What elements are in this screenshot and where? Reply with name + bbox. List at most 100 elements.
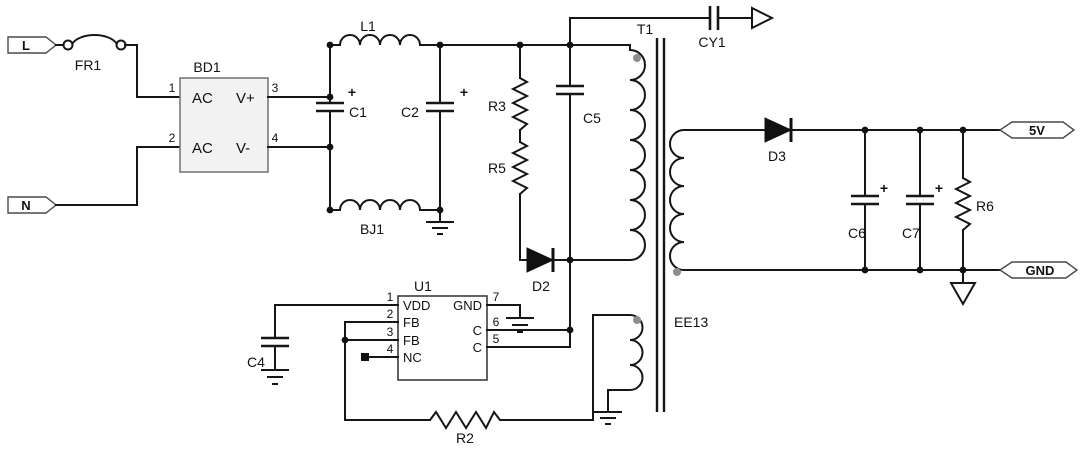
c7-polarity-mark: + [935, 180, 943, 196]
bd1-pin1-number: 1 [169, 81, 176, 95]
c6-plates [851, 194, 879, 206]
ground-symbol-aux [594, 411, 622, 425]
transformer-core [655, 38, 666, 412]
fuse-element [71, 34, 118, 45]
bd1-vpos-label: V+ [236, 90, 255, 107]
u1-c6pin-label: C [473, 323, 482, 338]
ground-bars [426, 221, 454, 235]
bd1-pin4-number: 4 [272, 131, 279, 145]
l1-windings [339, 34, 421, 46]
c5-plates [556, 84, 584, 96]
capacitor-cy1: CY1 [698, 6, 726, 50]
r3-zigzag [510, 77, 530, 131]
r2-ref-label: R2 [456, 430, 474, 446]
bridge-rectifier-bd1: BD1 1 2 3 4 AC V+ AC V- [169, 59, 331, 173]
c5-ref-label: C5 [583, 110, 601, 126]
wire-neutral-to-bd1 [55, 146, 181, 206]
rail-top-right [419, 44, 631, 51]
aux-winding [629, 314, 644, 391]
fuse-ref-label: FR1 [75, 57, 102, 73]
resistor-r5: R5 [488, 141, 530, 195]
u1-pin3-number: 3 [387, 325, 394, 339]
wire-vdd-to-c4 [274, 304, 399, 339]
aux-polarity-dot [633, 316, 641, 324]
primary-polarity-dot [633, 54, 641, 62]
bd1-pin3-number: 3 [272, 81, 279, 95]
wire-r5-to-d2 [519, 193, 528, 261]
port-gnd-tag [998, 261, 1079, 279]
ground-symbol-output [949, 269, 977, 307]
u1-vdd-label: VDD [403, 298, 430, 313]
controller-u1: U1 1 2 3 4 VDD FB FB NC 7 6 5 GND C C [247, 259, 594, 446]
transformer-t1: T1 EE13 [592, 21, 708, 425]
inductor-l1: L1 [339, 18, 421, 46]
u1-nc-label: NC [403, 350, 422, 365]
y-capacitor-branch: CY1 [569, 6, 775, 50]
r6-zigzag [953, 177, 973, 231]
c2-plates [426, 101, 454, 113]
u1-gnd-label: GND [453, 298, 482, 313]
r5-zigzag [510, 141, 530, 195]
c1-plates [316, 101, 344, 113]
d2-ref-label: D2 [532, 278, 550, 294]
inductor-bj1: BJ1 [339, 199, 421, 237]
cy1-ref-label: CY1 [698, 34, 725, 50]
fuse-fr1: FR1 [62, 34, 127, 73]
u1-pin5-number: 5 [493, 332, 500, 346]
wire-pin7-to-ground [486, 304, 521, 319]
c1-polarity-mark: + [348, 84, 356, 100]
earth-arrow-symbol [751, 6, 775, 30]
c7-ref-label: C7 [902, 225, 920, 241]
d3-ref-label: D3 [768, 148, 786, 164]
ground-symbol-primary [426, 209, 454, 235]
bd1-vneg-label: V- [236, 140, 250, 157]
ground-bars [594, 411, 622, 425]
d2-triangle [526, 247, 555, 273]
clamp-network: R3 R5 D2 C5 [488, 44, 631, 294]
bd1-body [179, 77, 269, 173]
u1-fb2-label: FB [403, 333, 420, 348]
c4-ref-label: C4 [247, 354, 265, 370]
port-neutral-label: N [21, 198, 30, 213]
u1-ref-label: U1 [414, 278, 432, 294]
r5-ref-label: R5 [488, 160, 506, 176]
l1-ref-label: L1 [360, 18, 376, 34]
core-type-label: EE13 [674, 314, 708, 330]
ground-symbol-u1 [506, 317, 534, 333]
input-section: L N FR1 [7, 34, 181, 214]
bd1-pin2-number: 2 [169, 131, 176, 145]
secondary-polarity-dot [673, 268, 681, 276]
port-5v-tag [998, 121, 1076, 139]
cy1-plates [708, 6, 720, 30]
port-live-label: L [22, 38, 30, 53]
u1-pin7-number: 7 [493, 290, 500, 304]
capacitor-c6: + C6 [848, 129, 888, 271]
u1-c5pin-label: C [473, 340, 482, 355]
capacitor-c4: C4 [247, 336, 289, 385]
d3-triangle [764, 117, 793, 143]
diode-d2: D2 [526, 247, 555, 294]
wire-aux-top-to-r2 [592, 314, 631, 421]
r3-ref-label: R3 [488, 98, 506, 114]
bj1-windings [339, 199, 421, 211]
resistor-r2: R2 [344, 410, 594, 446]
c2-ref-label: C2 [401, 104, 419, 120]
bd1-ref-label: BD1 [193, 59, 220, 75]
u1-pin1-number: 1 [387, 290, 394, 304]
c4-plates [261, 336, 289, 348]
bd1-ac2-label: AC [192, 140, 213, 157]
u1-pin4-number: 4 [387, 342, 394, 356]
wire-rail-to-cy1 [569, 17, 711, 46]
bj1-ref-label: BJ1 [360, 221, 384, 237]
r6-ref-label: R6 [976, 198, 994, 214]
ground-bars [261, 369, 289, 385]
secondary-winding [669, 129, 685, 271]
ground-triangle [949, 282, 977, 307]
t1-ref-label: T1 [637, 21, 654, 37]
u1-body [397, 295, 488, 381]
bd1-ac1-label: AC [192, 90, 213, 107]
port-neutral-tag [7, 196, 58, 214]
capacitor-c5: C5 [556, 44, 601, 261]
